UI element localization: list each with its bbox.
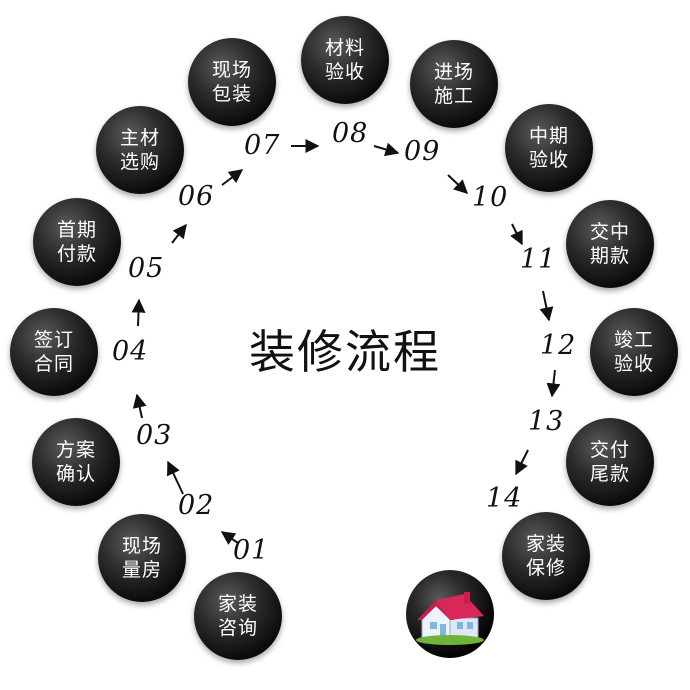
step-01-line2: 咨询 [217,617,258,639]
step-09-line1: 进场 [433,61,474,83]
step-12-circle: 竣工 验收 [590,308,678,396]
step-09-line2: 施工 [433,85,474,107]
arrow-12-13 [546,369,561,398]
step-01-line1: 家装 [217,593,258,615]
step-11-circle: 交中 期款 [566,200,654,288]
step-06-line2: 选购 [119,151,160,173]
step-13-number: 13 [528,406,565,437]
step-06-number: 06 [178,181,215,212]
step-03-number: 03 [136,420,173,451]
step-11-line2: 期款 [589,245,630,267]
arrow-06-07 [221,169,244,186]
step-05-line1: 首期 [56,219,97,241]
step-14-line2: 保修 [525,557,566,579]
step-10-circle: 中期 验收 [505,104,593,192]
step-04-line2: 合同 [33,353,74,375]
step-03-line1: 方案 [55,439,96,461]
step-07-number: 07 [244,130,281,161]
arrow-11-12 [539,290,554,322]
arrow-05-06 [171,223,187,244]
step-02-line2: 量房 [121,559,162,581]
step-03-circle: 方案 确认 [32,418,120,506]
step-08-line2: 验收 [324,61,365,83]
step-10-number: 10 [472,182,509,213]
step-07-circle: 现场 包装 [188,38,276,126]
step-14-number: 14 [486,483,523,514]
step-09-number: 09 [404,136,441,167]
step-08-line1: 材料 [324,37,365,59]
step-12-line2: 验收 [613,353,654,375]
arrow-13-14 [515,449,529,476]
step-01-number: 01 [233,535,270,566]
step-10-line1: 中期 [528,125,569,147]
step-13-line1: 交付 [589,439,630,461]
step-13-line2: 尾款 [589,463,630,485]
step-11-line1: 交中 [589,221,630,243]
arrow-02-03 [167,460,184,495]
step-05-number: 05 [128,253,165,284]
step-09-circle: 进场 施工 [410,40,498,128]
step-06-line1: 主材 [119,127,160,149]
step-14-line1: 家装 [525,533,566,555]
step-04-number: 04 [112,336,149,367]
house-icon [406,570,494,658]
step-12-line1: 竣工 [613,329,654,351]
arrow-09-10 [447,174,469,194]
arrow-10-11 [510,223,523,246]
step-13-circle: 交付 尾款 [566,418,654,506]
step-04-circle: 签订 合同 [10,308,98,396]
arrow-01-02 [220,531,239,545]
diagram-title: 装修流程 [249,325,441,379]
arrow-04-05 [131,298,146,327]
step-07-line2: 包装 [211,83,252,105]
step-02-line1: 现场 [121,535,162,557]
step-04-line1: 签订 [33,329,74,351]
step-02-number: 02 [178,490,215,521]
step-10-line2: 验收 [528,149,569,171]
step-08-circle: 材料 验收 [301,16,389,104]
step-02-circle: 现场 量房 [98,514,186,602]
arrow-08-09 [373,142,400,157]
step-11-number: 11 [520,244,557,275]
step-05-line2: 付款 [56,243,97,265]
arrow-03-04 [132,393,147,419]
step-12-number: 12 [540,330,577,361]
step-03-line2: 确认 [55,463,96,485]
step-07-line1: 现场 [211,59,252,81]
step-08-number: 08 [332,118,369,149]
step-05-circle: 首期 付款 [33,198,121,286]
step-14-circle: 家装 保修 [502,512,590,600]
step-01-circle: 家装 咨询 [194,572,282,660]
step-06-circle: 主材 选购 [96,106,184,194]
